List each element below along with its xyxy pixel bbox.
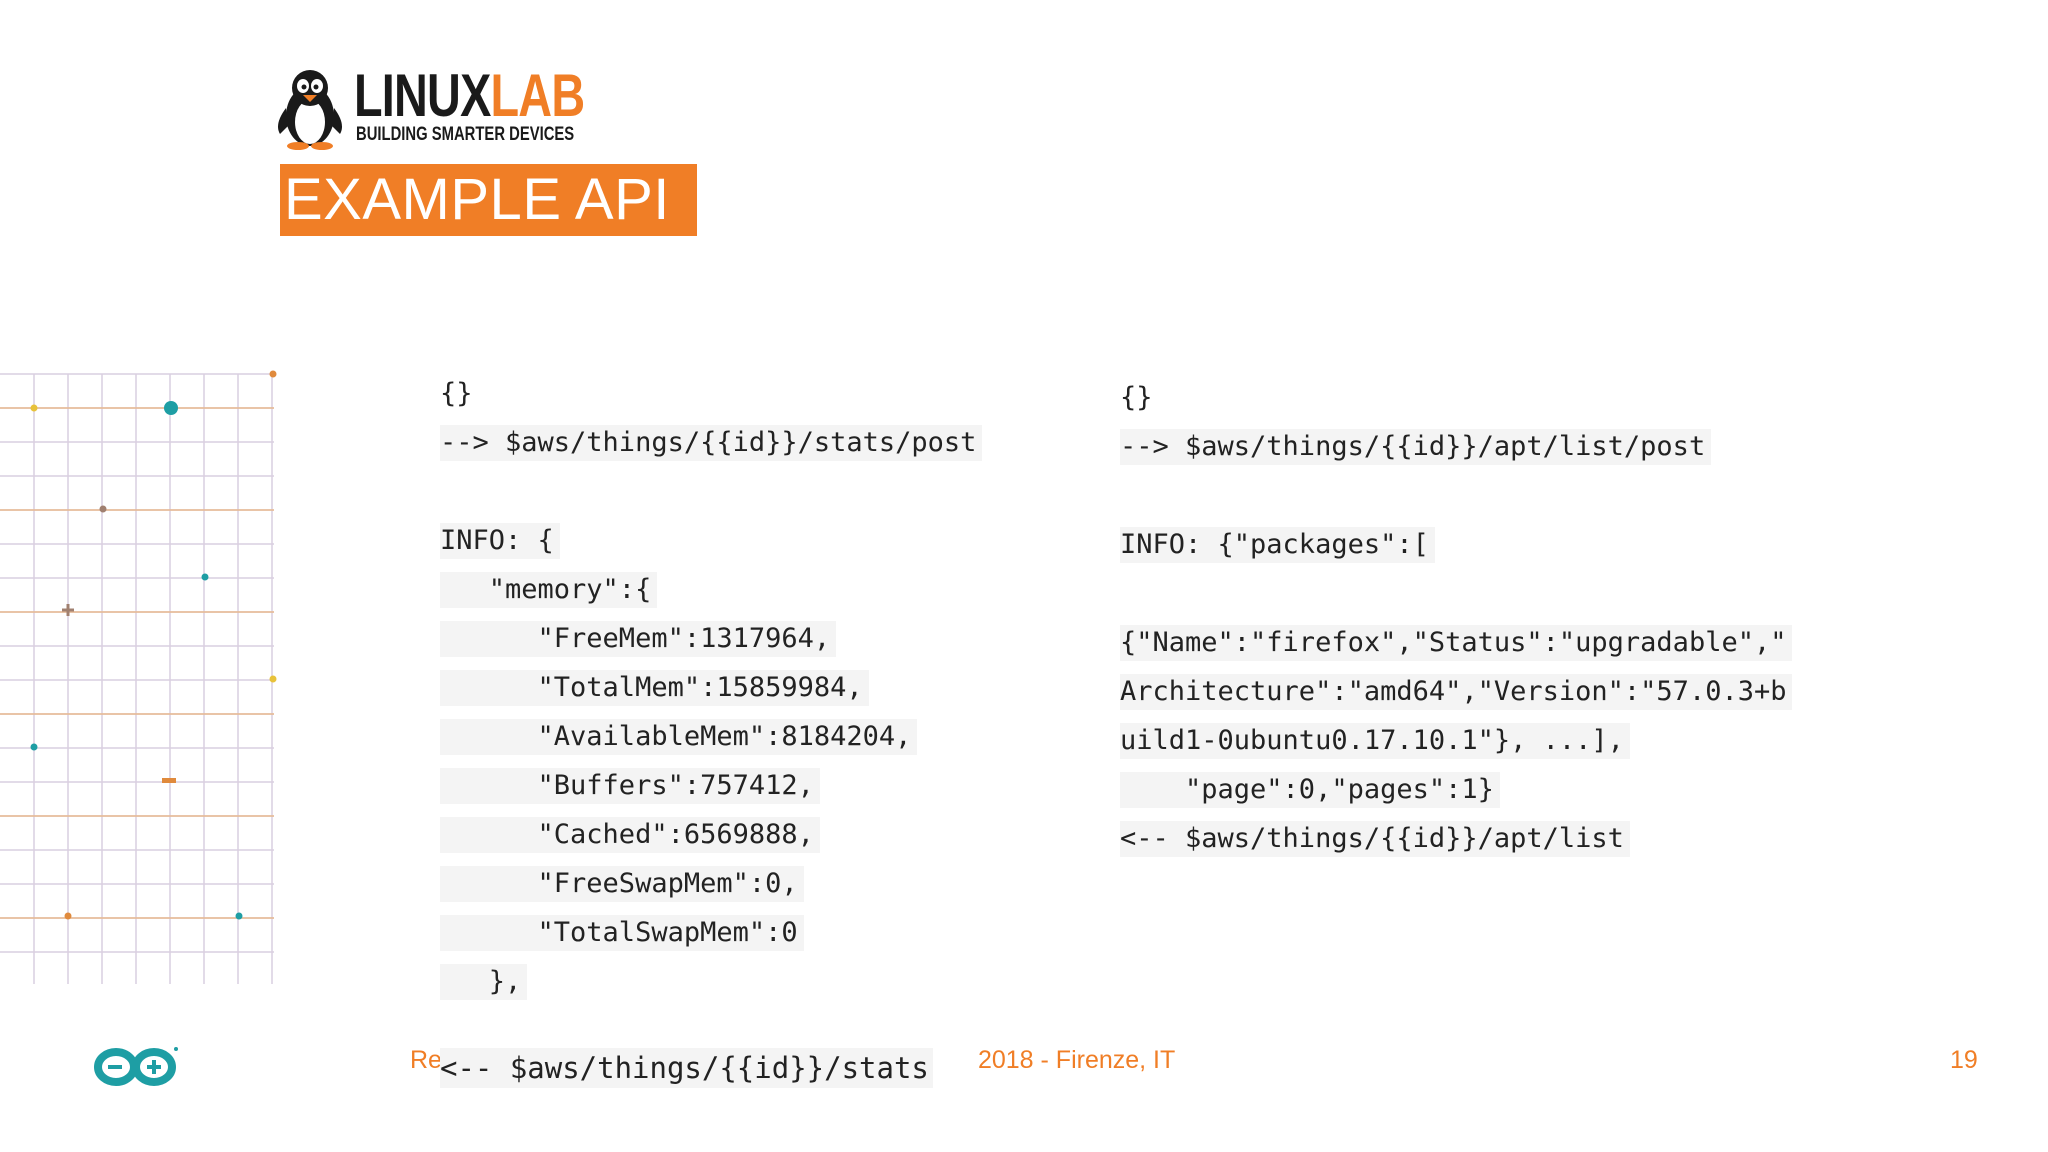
code-line: uild1-0ubuntu0.17.10.1"}, ...],	[1120, 723, 1630, 759]
slide-title: EXAMPLE API	[284, 167, 670, 232]
code-line: "TotalSwapMem":0	[440, 915, 804, 951]
penguin-icon	[278, 70, 342, 150]
footer-caption: Re 2018 - Firenze, IT	[410, 1046, 1175, 1075]
code-line: "Buffers":757412,	[440, 768, 820, 804]
logo-wordmark: LINUXLAB	[354, 66, 585, 126]
code-line: Architecture":"amd64","Version":"57.0.3+…	[1120, 674, 1793, 710]
slide-title-box: EXAMPLE API	[280, 164, 697, 236]
logo-wordmark-linux: LINUX	[354, 62, 491, 129]
footer-caption-left: Re	[410, 1046, 442, 1074]
code-line	[1120, 576, 1126, 612]
decorative-grid	[0, 370, 277, 984]
footer-caption-right: 2018 - Firenze, IT	[977, 1046, 1176, 1074]
code-line: --> $aws/things/{{id}}/stats/post	[440, 425, 983, 461]
code-line: <-- $aws/things/{{id}}/apt/list	[1120, 821, 1630, 857]
logo-wordmark-lab: LAB	[490, 62, 586, 129]
code-line: INFO: {"packages":[	[1120, 527, 1435, 563]
code-line: },	[440, 964, 528, 1000]
left-code-block: {} --> $aws/things/{{id}}/stats/post INF…	[440, 376, 983, 1000]
code-line: {"Name":"firefox","Status":"upgradable",…	[1120, 625, 1793, 661]
linuxlab-logo: LINUXLAB BUILDING SMARTER DEVICES	[270, 64, 585, 150]
right-code-block: {} --> $aws/things/{{id}}/apt/list/post …	[1120, 380, 1793, 857]
code-line: {}	[1120, 382, 1153, 413]
code-line: "TotalMem":15859984,	[440, 670, 869, 706]
code-line: "memory":{	[440, 572, 658, 608]
code-line: "page":0,"pages":1}	[1120, 772, 1500, 808]
code-line: "FreeSwapMem":0,	[440, 866, 804, 902]
code-line: INFO: {	[440, 523, 560, 559]
code-line: {}	[440, 378, 473, 409]
page-number: 19	[1950, 1046, 1978, 1074]
logo-tagline: BUILDING SMARTER DEVICES	[356, 124, 575, 145]
code-line: "FreeMem":1317964,	[440, 621, 837, 657]
footer-code-overlay: <-- $aws/things/{{id}}/stats	[440, 1048, 933, 1088]
code-line: "AvailableMem":8184204,	[440, 719, 918, 755]
code-line	[440, 474, 446, 510]
code-line	[1120, 478, 1126, 514]
code-line: --> $aws/things/{{id}}/apt/list/post	[1120, 429, 1712, 465]
arduino-logo-icon	[94, 1047, 178, 1086]
code-line: "Cached":6569888,	[440, 817, 820, 853]
